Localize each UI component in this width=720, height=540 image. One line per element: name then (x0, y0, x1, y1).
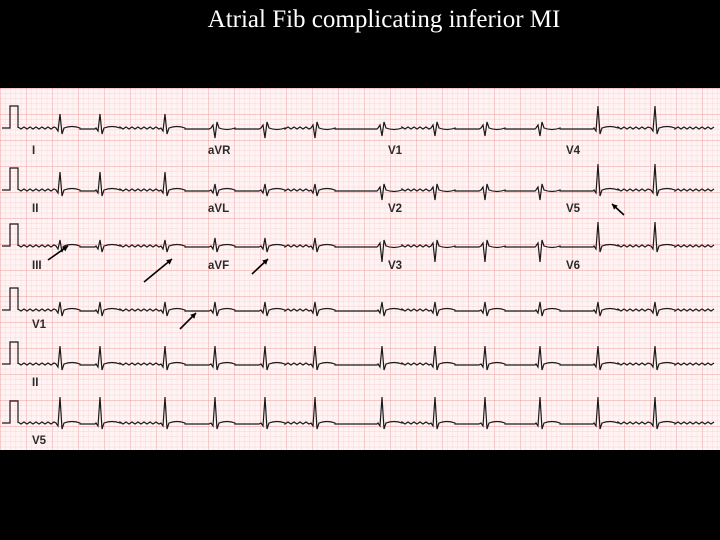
lead-label: II (32, 377, 38, 389)
arrow-head (262, 259, 268, 265)
lead-label: V5 (566, 203, 581, 215)
arrow-head (612, 204, 618, 210)
lead-label: aVL (208, 203, 229, 215)
lead-label: V3 (388, 260, 402, 272)
lead-label: V1 (388, 145, 403, 157)
ecg-trace-row-2 (2, 163, 715, 201)
ecg-trace-row-5 (2, 341, 715, 371)
lead-label: aVR (208, 145, 231, 157)
lead-label: aVF (208, 260, 229, 272)
arrow-head (190, 313, 196, 319)
ecg-traces (2, 105, 715, 430)
ecg-trace-row-3 (2, 221, 715, 263)
ecg-trace-row-1 (2, 105, 715, 139)
annotation-arrows (47, 203, 625, 330)
lead-label: V4 (566, 145, 581, 157)
lead-label: II (32, 203, 38, 215)
ecg-trace-row-6 (2, 396, 715, 430)
arrow-head (166, 259, 172, 265)
lead-label: I (32, 145, 35, 157)
ecg-grid (0, 88, 720, 450)
lead-label: III (32, 260, 42, 272)
lead-label: V6 (566, 260, 580, 272)
lead-label: V5 (32, 435, 47, 447)
slide-title: Atrial Fib complicating inferior MI (207, 6, 561, 33)
lead-label: V1 (32, 319, 47, 331)
ecg-trace-row-4 (2, 287, 715, 317)
arrow-head (62, 246, 68, 252)
arrow-shaft (143, 258, 173, 283)
lead-label: V2 (388, 203, 402, 215)
